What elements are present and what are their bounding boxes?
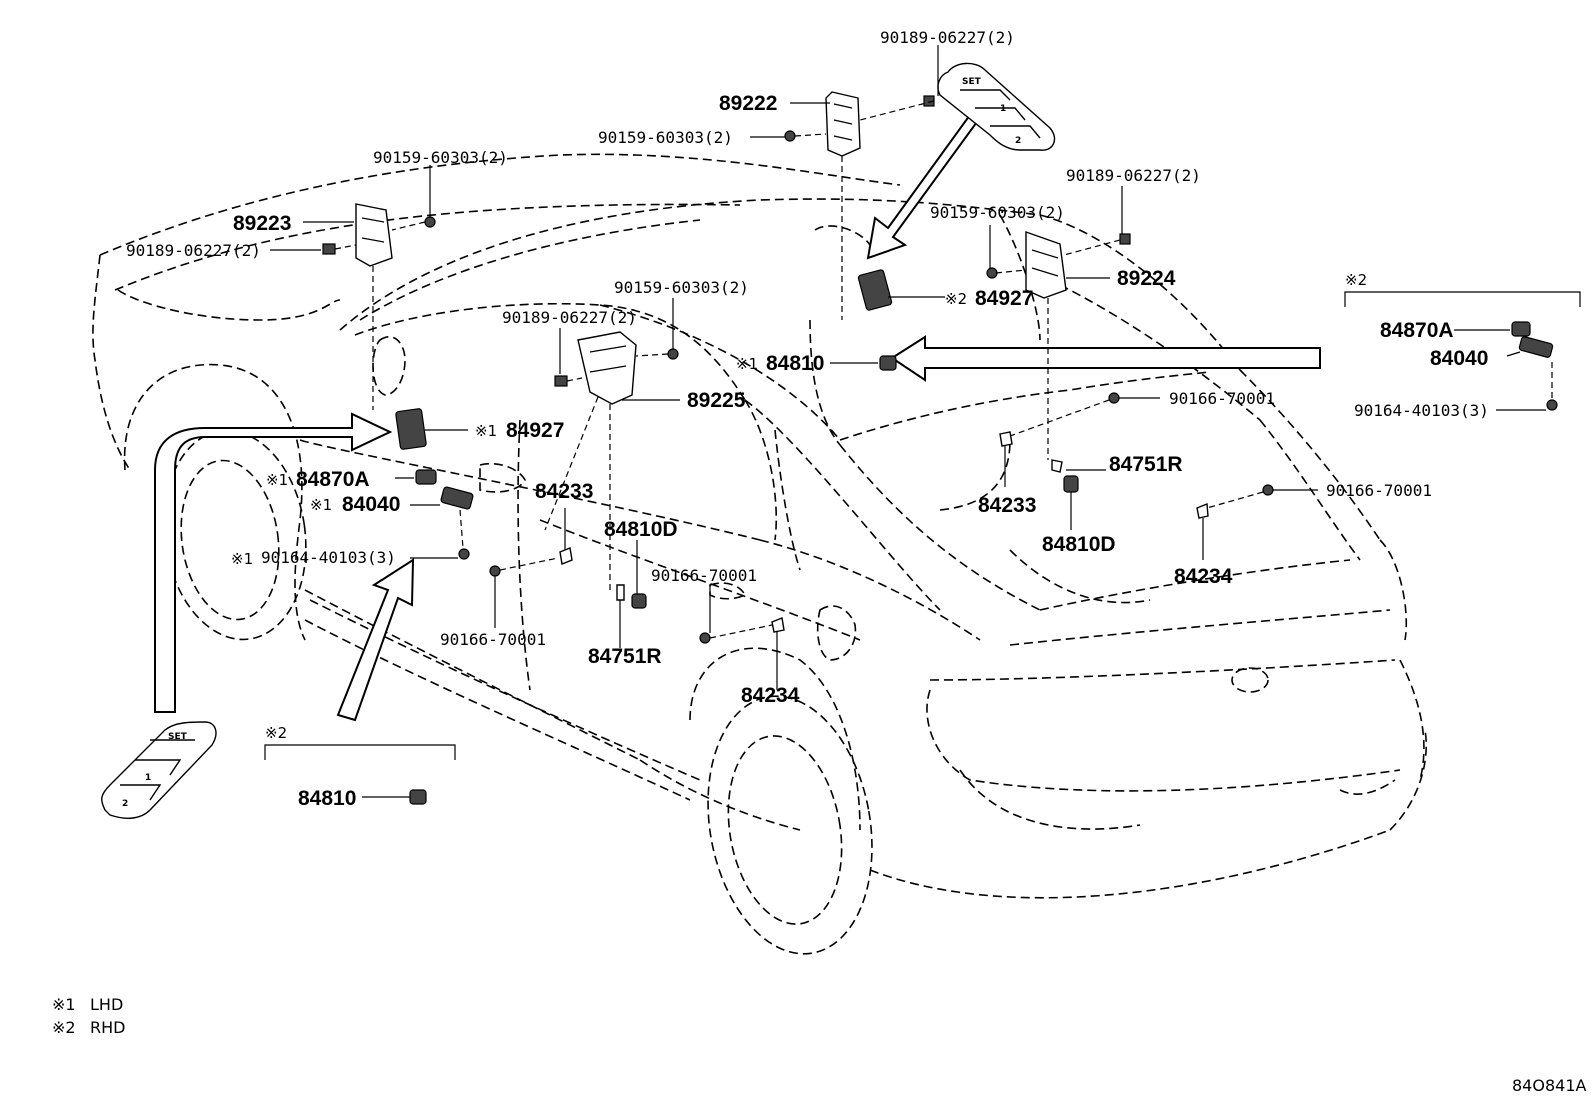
label-90159-60303-left: 90159-60303(2) — [373, 148, 508, 167]
label-84927-right: 84927 — [975, 287, 1033, 310]
switch-top-1-label: 1 — [1000, 104, 1006, 114]
bolt-90159-mid — [667, 348, 679, 360]
label-84751R-right: 84751R — [1109, 453, 1183, 476]
bolt-90159-left — [424, 216, 436, 228]
switch-84927-right — [857, 269, 893, 311]
label-89222: 89222 — [719, 92, 777, 115]
screw-90166-right2 — [1262, 484, 1274, 496]
label-84040-left: 84040 — [342, 493, 400, 516]
switch-top-2-label: 2 — [1015, 136, 1021, 146]
ecu-89224 — [1025, 231, 1067, 299]
car-body-outline — [92, 153, 1428, 955]
legend-lhd-text: LHD — [90, 995, 123, 1014]
screw-90166-mid — [699, 632, 711, 644]
switch-84040-left — [440, 486, 474, 510]
ecu-89222 — [825, 91, 861, 157]
mark-rhd-84927: ※2 — [945, 290, 967, 308]
switch-bottom-1-label: 1 — [145, 773, 151, 783]
clip-84233-left — [559, 547, 573, 565]
screw-90166-left — [489, 565, 501, 577]
label-84870A-left: 84870A — [296, 468, 370, 491]
label-84751R-left: 84751R — [588, 645, 662, 668]
screw-90166-right1 — [1108, 392, 1120, 404]
label-84810-bottom: 84810 — [298, 787, 356, 810]
mark-lhd-84040: ※1 — [310, 496, 332, 514]
mark-lhd-84870A: ※1 — [266, 471, 288, 489]
part-labels: 90189-06227(2) 89222 90159-60303(2) 9015… — [126, 28, 1489, 810]
label-90166-70001-right1: 90166-70001 — [1169, 389, 1275, 408]
screw-90164-left — [458, 548, 470, 560]
mark-rhd-right: ※2 — [1345, 271, 1367, 289]
nut-90189-left — [322, 243, 336, 255]
label-90189-06227-top: 90189-06227(2) — [880, 28, 1015, 47]
label-84810-mid: 84810 — [766, 352, 824, 375]
switch-bottom-set-label: SET — [168, 732, 188, 742]
label-84870A-right: 84870A — [1380, 319, 1454, 342]
ecu-89223 — [355, 203, 393, 267]
label-90159-60303-right: 90159-60303(2) — [930, 203, 1065, 222]
label-90166-70001-left: 90166-70001 — [440, 630, 546, 649]
switch-84810-mid — [879, 355, 897, 371]
arrow-to-84927-right — [866, 106, 984, 260]
label-84040-right: 84040 — [1430, 347, 1488, 370]
legend: ※1 LHD ※2 RHD — [52, 995, 125, 1037]
label-84233-right: 84233 — [978, 494, 1036, 517]
ecu-89225 — [577, 331, 637, 405]
part-glyphs — [322, 91, 1558, 805]
mark-lhd-90164: ※1 — [231, 550, 253, 568]
label-90166-70001-right2: 90166-70001 — [1326, 481, 1432, 500]
switch-84810D-right — [1063, 475, 1079, 493]
label-89223: 89223 — [233, 212, 291, 235]
switch-top-set-label: SET — [962, 77, 982, 87]
label-84234-right: 84234 — [1174, 565, 1233, 588]
nut-90189-mid — [554, 375, 568, 387]
label-84810D-left: 84810D — [604, 518, 678, 541]
arrow-to-84810-mid — [890, 335, 1321, 382]
mark-rhd-bottom: ※2 — [265, 724, 287, 742]
switch-84870A-left — [415, 469, 437, 485]
label-90189-06227-right: 90189-06227(2) — [1066, 166, 1201, 185]
clip-84234-left — [771, 617, 785, 633]
screw-90164-right — [1546, 399, 1558, 411]
leader-lines — [264, 45, 1581, 798]
label-84927-left: 84927 — [506, 419, 564, 442]
label-90159-60303-top: 90159-60303(2) — [598, 128, 733, 147]
label-89224: 89224 — [1117, 267, 1176, 290]
indicator-arrows — [154, 106, 1321, 722]
label-90159-60303-mid: 90159-60303(2) — [614, 278, 749, 297]
label-90189-06227-left: 90189-06227(2) — [126, 241, 261, 260]
clip-84234-right — [1196, 502, 1209, 519]
label-89225: 89225 — [687, 389, 746, 412]
label-90189-06227-mid: 90189-06227(2) — [502, 308, 637, 327]
clip-84751R-right — [1051, 459, 1063, 473]
clip-84233-right — [999, 431, 1013, 447]
label-84233-left: 84233 — [535, 480, 593, 503]
switch-84870A-right — [1511, 321, 1531, 337]
switch-bottom-2-label: 2 — [122, 799, 128, 809]
drawing-id: 84O841A — [1512, 1076, 1586, 1095]
arrow-to-switch-left — [336, 558, 415, 722]
label-84810D-right: 84810D — [1042, 533, 1116, 556]
nut-90189-right — [1119, 233, 1131, 245]
mark-lhd-84927: ※1 — [475, 422, 497, 440]
legend-lhd-mark: ※1 — [52, 995, 76, 1014]
label-90166-70001-mid: 90166-70001 — [651, 566, 757, 585]
switch-84810-bottom — [409, 789, 427, 805]
bolt-90159-top — [784, 130, 796, 142]
label-90164-40103-right: 90164-40103(3) — [1354, 401, 1489, 420]
legend-rhd-mark: ※2 — [52, 1018, 76, 1037]
switch-84810D-left — [631, 593, 647, 609]
mark-lhd-84810: ※1 — [736, 355, 758, 373]
bolt-90159-right — [986, 267, 998, 279]
memory-switch-bottom: SET 1 2 — [101, 721, 217, 819]
switch-84040-right — [1518, 336, 1554, 358]
clip-84751R-left — [616, 584, 625, 601]
label-84234-left: 84234 — [741, 684, 800, 707]
switch-84927-left — [395, 408, 427, 450]
legend-rhd-text: RHD — [90, 1018, 125, 1037]
arrow-to-84927-left — [154, 412, 393, 713]
label-90164-40103-left: 90164-40103(3) — [261, 548, 396, 567]
